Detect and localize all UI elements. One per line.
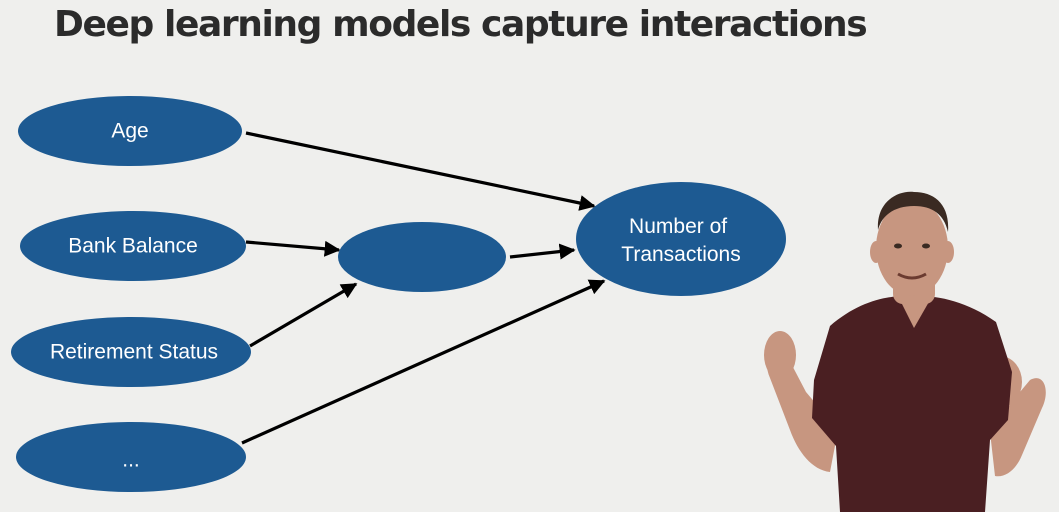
edge-more-inputs-to-output	[241, 279, 606, 445]
node-age-label: Age	[111, 120, 148, 143]
node-more-inputs-label: ...	[122, 449, 140, 472]
node-hidden	[338, 222, 506, 292]
edge-hidden-to-output	[509, 243, 576, 260]
node-output-label: Number of Transactions	[621, 215, 740, 266]
node-output: Number of Transactions	[576, 182, 786, 296]
edges	[241, 131, 606, 445]
edge-bank-balance-to-hidden	[245, 240, 341, 257]
node-retirement-status-label: Retirement Status	[50, 341, 218, 364]
node-bank-balance-label: Bank Balance	[68, 235, 198, 258]
node-retirement-status: Retirement Status	[11, 317, 251, 387]
edge-age-to-output	[245, 131, 596, 211]
node-bank-balance: Bank Balance	[20, 211, 246, 281]
node-age: Age	[18, 96, 242, 166]
presenter-shirt	[812, 295, 1012, 512]
edge-retirement-status-to-hidden	[249, 282, 358, 348]
presenter-video	[764, 191, 1046, 512]
slide-title: Deep learning models capture interaction…	[54, 4, 868, 45]
node-more-inputs: ...	[16, 422, 246, 492]
